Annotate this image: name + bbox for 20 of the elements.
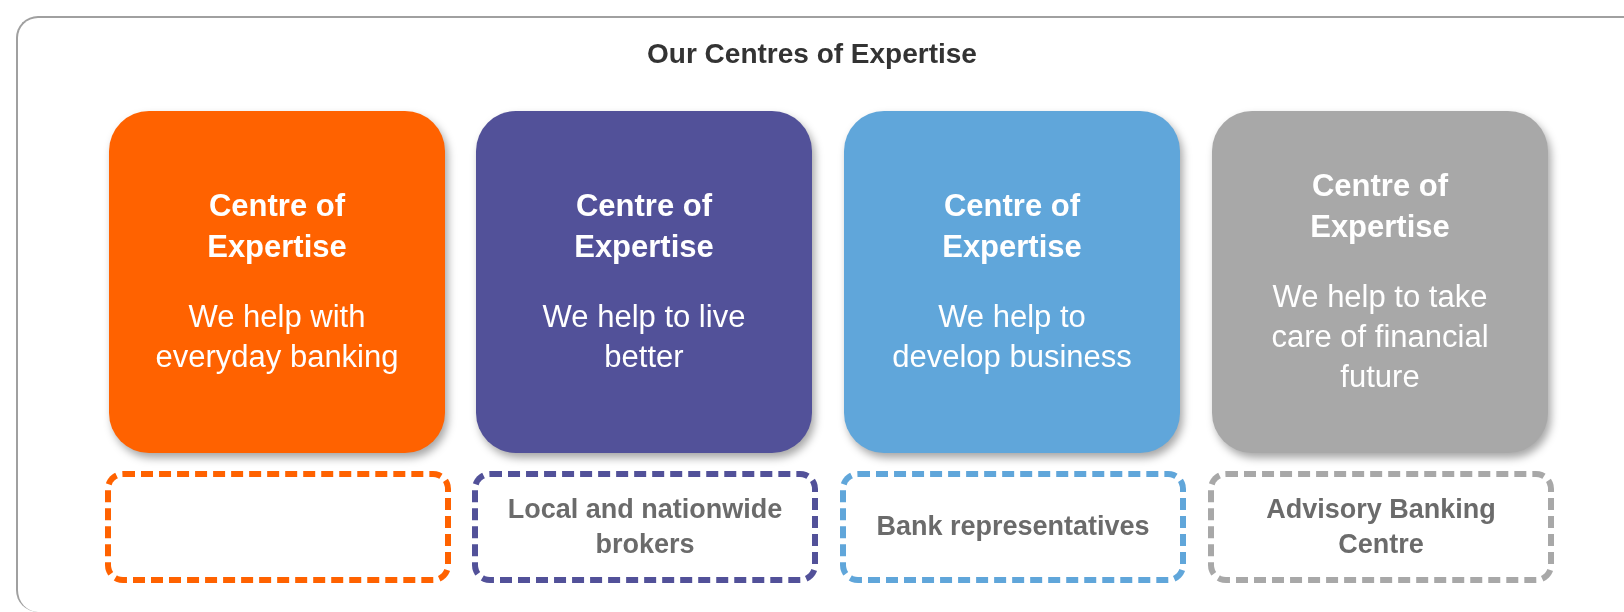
card-text: We help with everyday banking	[154, 298, 400, 377]
service-card	[1212, 111, 1548, 453]
card-heading: Centre of Expertise	[206, 187, 348, 266]
service-card	[109, 111, 445, 453]
card-heading: Centre of Expertise	[941, 187, 1083, 266]
channel-label: Local and nationwide brokers	[506, 492, 784, 561]
channel-box	[105, 471, 451, 583]
service-card	[476, 111, 812, 453]
title: Our Centres of Expertise	[646, 38, 978, 70]
service-card	[844, 111, 1180, 453]
channel-box	[472, 471, 818, 583]
card-heading: Centre of Expertise	[573, 187, 715, 266]
card-heading: Centre of Expertise	[1309, 167, 1451, 246]
channel-box	[1208, 471, 1554, 583]
channel-label: Advisory Banking Centre	[1265, 492, 1497, 561]
card-text: We help to take care of financial future	[1270, 277, 1490, 397]
card-text: We help to live better	[541, 298, 747, 377]
channel-label: Bank representatives	[875, 510, 1151, 544]
card-text: We help to develop business	[891, 298, 1133, 377]
channel-box	[840, 471, 1186, 583]
